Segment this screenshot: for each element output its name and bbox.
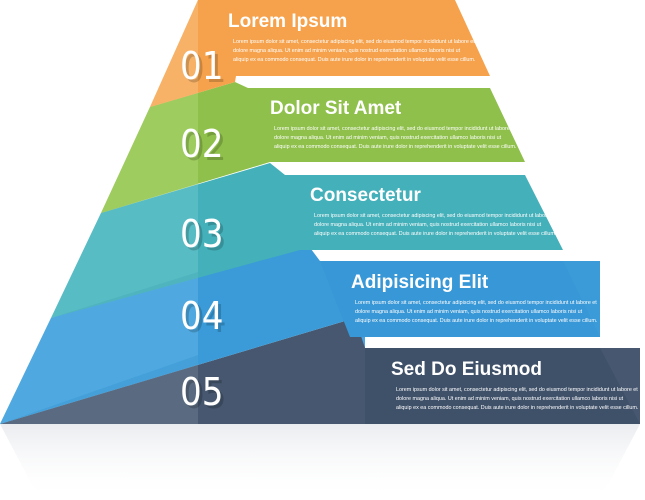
level-3-desc-line-2: dolore magna aliqua. Ut enim ad minim ve…	[314, 222, 542, 228]
pyramid-level-4	[0, 241, 600, 424]
level-1-desc-line-2: dolore magna aliqua. Ut enim ad minim ve…	[233, 48, 461, 54]
level-5-desc-line-3: aliquip ex ea commodo consequat. Duis au…	[396, 405, 638, 411]
level-3-title: Consectetur	[310, 185, 421, 206]
level-3-number: 03	[180, 212, 224, 256]
level-1-title: Lorem Ipsum	[228, 11, 347, 32]
level-1-desc-line-1: Lorem ipsum dolor sit amet, consectetur …	[233, 39, 475, 45]
level-4-desc-line-1: Lorem ipsum dolor sit amet, consectetur …	[355, 300, 597, 306]
pyramid-level-3	[51, 163, 563, 318]
level-1-desc-line-3: aliquip ex ea commodo consequat. Duis au…	[233, 57, 475, 63]
level-4-number: 04	[180, 294, 224, 338]
level-5-desc-line-1: Lorem ipsum dolor sit amet, consectetur …	[396, 387, 638, 393]
level-2-number: 02	[180, 122, 224, 166]
level-2-light	[101, 93, 198, 213]
level-2-desc-line-2: dolore magna aliqua. Ut enim ad minim ve…	[274, 135, 502, 141]
level-4-number-shadow: 04	[183, 297, 227, 341]
level-2-desc-line-3: aliquip ex ea commodo consequat. Duis au…	[274, 144, 516, 150]
pyramid-reflection	[0, 424, 640, 500]
level-2-number-shadow: 02	[183, 125, 227, 169]
level-4-light	[0, 272, 198, 424]
level-titles: Lorem Ipsum Dolor Sit Amet Consectetur A…	[228, 11, 542, 380]
level-4-desc-line-3: aliquip ex ea commodo consequat. Duis au…	[355, 318, 597, 324]
level-2-title: Dolor Sit Amet	[270, 98, 402, 119]
level-3-desc-line-3: aliquip ex ea commodo consequat. Duis au…	[314, 231, 556, 237]
level-1-front	[150, 0, 490, 107]
pyramid-level-1	[150, 0, 490, 107]
level-5-number: 05	[180, 370, 224, 414]
level-5-number-shadow: 05	[183, 373, 227, 417]
level-4-desc-line-2: dolore magna aliqua. Ut enim ad minim ve…	[355, 309, 583, 315]
pyramid-left-face-shade	[0, 0, 198, 424]
level-3-light	[51, 184, 198, 318]
level-1-light	[150, 0, 198, 107]
level-5-label-bg	[365, 348, 640, 424]
level-1-number: 01	[180, 44, 224, 88]
level-5-desc-line-2: dolore magna aliqua. Ut enim ad minim ve…	[396, 396, 624, 402]
level-4-title: Adipisicing Elit	[351, 272, 489, 293]
level-3-number-shadow: 03	[183, 215, 227, 259]
level-descriptions: Lorem ipsum dolor sit amet, consectetur …	[233, 39, 638, 411]
level-5-title: Sed Do Eiusmod	[391, 359, 542, 380]
level-numbers: 01 01 02 02 03 03 04 04 05 05	[180, 44, 227, 417]
level-2-front	[101, 82, 525, 213]
level-2-desc-line-1: Lorem ipsum dolor sit amet, consectetur …	[274, 126, 516, 132]
pyramid-level-2	[101, 82, 525, 213]
level-1-number-shadow: 01	[183, 47, 227, 91]
level-4-label-bg	[320, 261, 600, 337]
level-3-desc-line-1: Lorem ipsum dolor sit amet, consectetur …	[314, 213, 556, 219]
